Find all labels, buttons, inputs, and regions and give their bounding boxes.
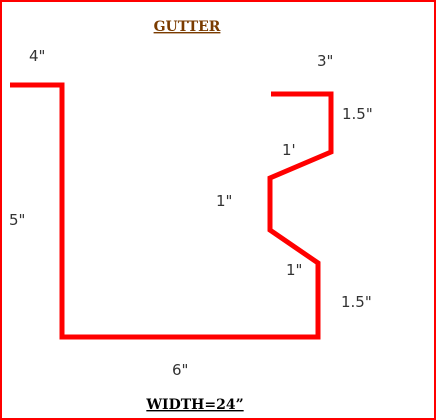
dim-middle: 1" xyxy=(216,192,232,210)
dim-top-right: 3" xyxy=(317,52,333,70)
dim-left: 5" xyxy=(9,211,25,229)
width-footer: WIDTH=24” xyxy=(145,397,243,413)
dim-right-lower: 1.5" xyxy=(341,293,372,311)
dim-top-left: 4" xyxy=(29,47,45,65)
diagram-title: GUTTER xyxy=(154,19,221,35)
dim-right-upper: 1.5" xyxy=(342,105,373,123)
dim-bottom: 6" xyxy=(172,361,188,379)
dim-diag-lower: 1" xyxy=(286,261,302,279)
dim-diag-upper: 1' xyxy=(282,141,296,159)
gutter-profile-line xyxy=(10,82,334,340)
